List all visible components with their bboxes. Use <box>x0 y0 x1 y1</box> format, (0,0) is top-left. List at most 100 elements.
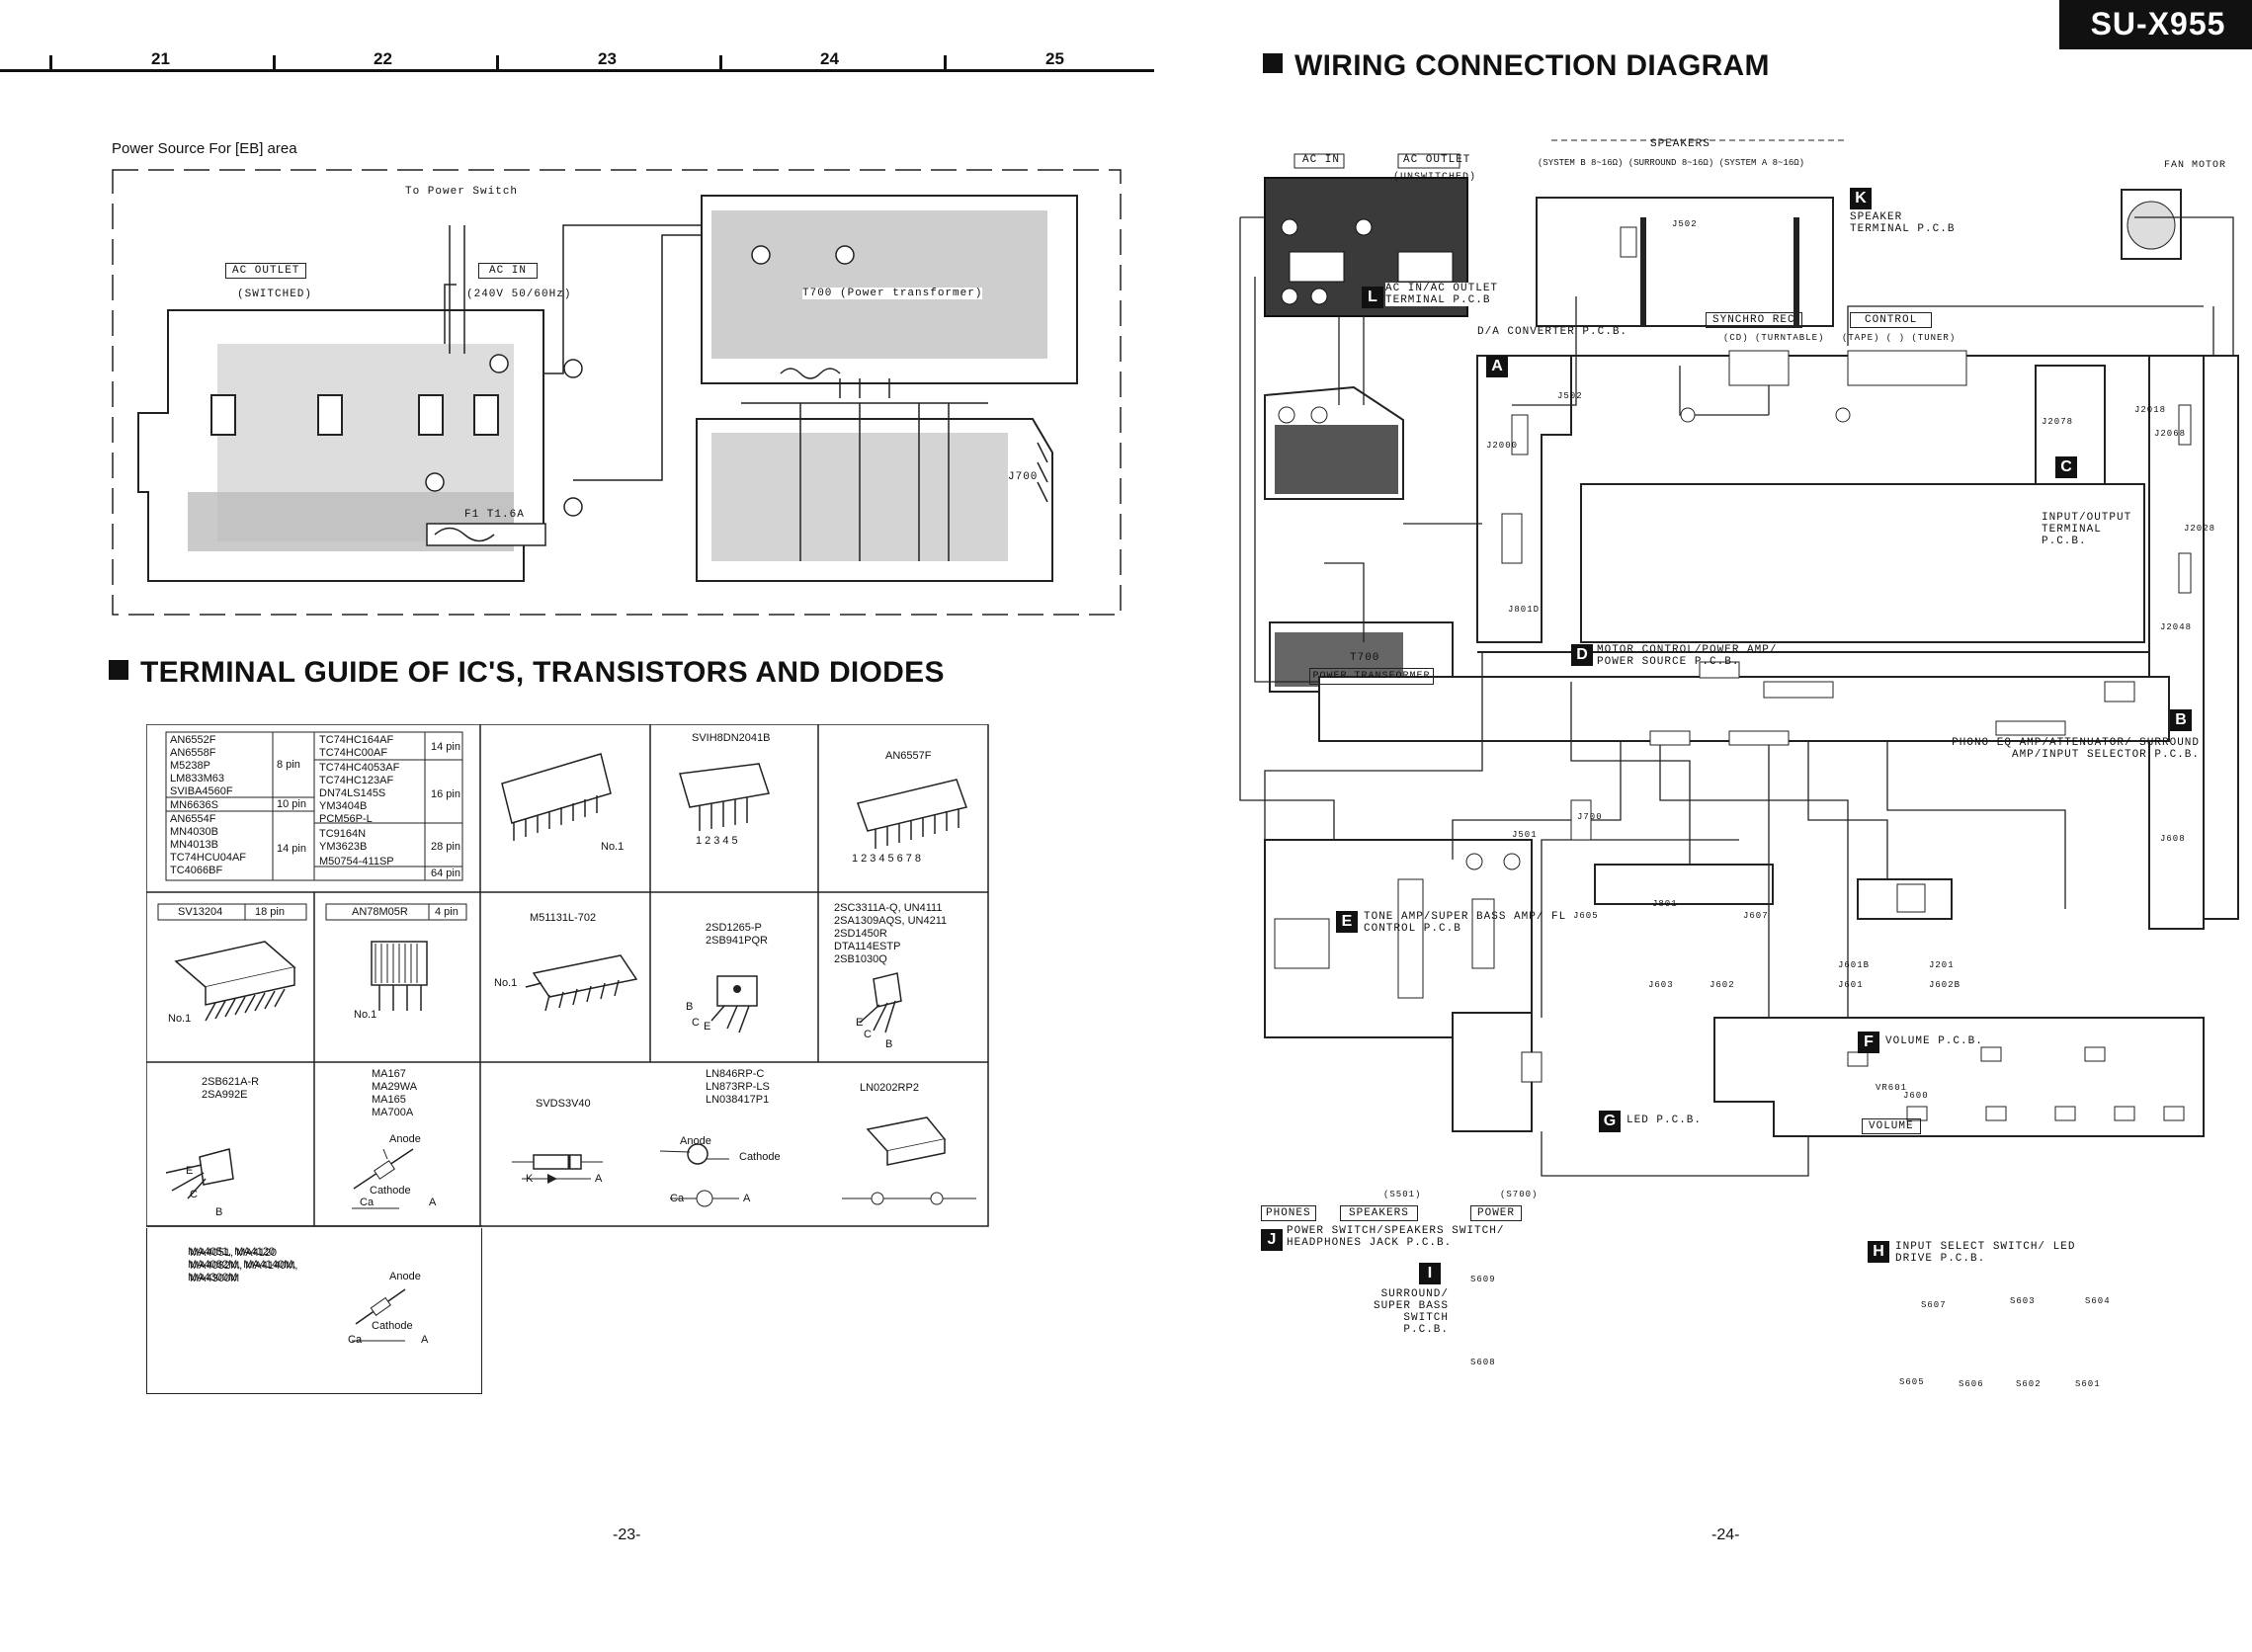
board-h-label: INPUT SELECT SWITCH/ LED DRIVE P.C.B. <box>1895 1241 2076 1265</box>
ic-name: SVIBA4560F <box>170 785 233 797</box>
pin-number: 5 <box>887 853 897 865</box>
board-a-label: D/A CONVERTER P.C.B. <box>1477 326 1628 338</box>
ic-name: AN6552F <box>170 734 216 746</box>
ruler-number: 23 <box>598 49 617 68</box>
pin-c: C <box>692 1017 700 1029</box>
pin-e: E <box>856 1017 864 1029</box>
ic-name: TC74HCU04AF <box>170 852 247 864</box>
connector-label: J502 <box>1557 391 1583 401</box>
ic-name: M50754-411SP <box>319 856 394 867</box>
ln0202-name: LN0202RP2 <box>860 1082 919 1094</box>
sv13204-pins: 18 pin <box>255 906 285 918</box>
a-label: A <box>429 1197 437 1208</box>
row4-frame <box>146 1228 482 1394</box>
diode-name: MA4051, MA4120 <box>190 1247 278 1259</box>
board-c-label: INPUT/OUTPUT TERMINAL P.C.B. <box>2042 512 2132 547</box>
transistor-name: 2SB1030Q <box>834 953 887 965</box>
transistor-b-names: 2SC3311A-Q, UN4111 2SA1309AQS, UN4211 2S… <box>834 902 947 966</box>
board-j-label: POWER SWITCH/SPEAKERS SWITCH/ HEADPHONES… <box>1287 1225 1505 1249</box>
ic-name: PCM56P-L <box>319 813 373 825</box>
speaker-systems: (SYSTEM B 8~16Ω) (SURROUND 8~16Ω) (SYSTE… <box>1538 158 1805 168</box>
led-name: LN038417P1 <box>706 1094 770 1106</box>
power-section-label: Power Source For [EB] area <box>112 140 297 157</box>
led-name: LN873RP-LS <box>706 1081 770 1093</box>
pin-c: C <box>864 1029 872 1040</box>
connector-label: J2068 <box>2154 429 2187 439</box>
pin-number: 1 <box>696 835 706 847</box>
control-label: CONTROL <box>1850 312 1933 328</box>
cd-turntable-label: (CD) (TURNTABLE) <box>1723 333 1825 343</box>
ruler-number: 22 <box>374 49 392 68</box>
model-banner <box>2059 0 2252 49</box>
board-g-label: LED P.C.B. <box>1626 1115 1703 1126</box>
ic-list-col1: AN6552F AN6558F M5238P LM833M63 SVIBA456… <box>170 734 269 877</box>
transformer-label: T700 (Power transformer) <box>802 288 983 299</box>
transistor-name: DTA114ESTP <box>834 941 901 952</box>
diode-name: MA4082M, MA4140M, <box>188 1259 296 1271</box>
pin-b: B <box>686 1001 694 1013</box>
svds-name: SVDS3V40 <box>536 1098 591 1110</box>
synchro-rec-label: SYNCHRO REC <box>1706 312 1802 328</box>
model-label: SU-X955 <box>2090 6 2226 41</box>
diode-b-names: MA4051, MA4120 MA4082M, MA4140M, MA4300M <box>188 1246 295 1284</box>
pin-e: E <box>704 1021 711 1032</box>
ic-name: YM3404B <box>319 800 368 812</box>
terminal-guide-title-text: TERMINAL GUIDE OF IC'S, TRANSISTORS AND … <box>140 656 945 689</box>
ac-in-label: AC IN <box>478 263 539 279</box>
table-grid <box>146 724 989 1227</box>
board-badge-h: H <box>1868 1241 1889 1263</box>
anode-label: Anode <box>680 1135 711 1147</box>
board-e-label: TONE AMP/SUPER BASS AMP/ FL CONTROL P.C.… <box>1364 911 1567 935</box>
transistor-name: 2SB941PQR <box>706 935 768 947</box>
pin-b: B <box>885 1038 893 1050</box>
right-page-number: -24- <box>1711 1527 1740 1543</box>
pin-count: 64 pin <box>431 867 460 879</box>
connector-label: J2048 <box>2160 622 2193 632</box>
transistor-name: 2SC3311A-Q, UN4111 <box>834 902 943 914</box>
board-f-label: VOLUME P.C.B. <box>1885 1035 1983 1047</box>
pin-count: 14 pin <box>431 741 460 753</box>
anode-label: Anode <box>389 1271 421 1282</box>
an6557f-name: AN6557F <box>885 750 932 762</box>
board-badge-d: D <box>1571 644 1593 666</box>
connector-label: J2078 <box>2042 417 2074 427</box>
ruler-tick <box>49 55 52 71</box>
vr601-label: VR601 <box>1876 1083 1908 1093</box>
left-page-number: -23- <box>613 1527 641 1543</box>
board-k-label: SPEAKER TERMINAL P.C.B <box>1850 211 1956 235</box>
dip-no1-label: No.1 <box>601 841 625 853</box>
unswitched-label: (UNSWITCHED) <box>1393 172 1477 183</box>
ca-label: Ca <box>670 1193 685 1204</box>
board-badge-l: L <box>1362 287 1383 308</box>
ic-name: LM833M63 <box>170 773 225 785</box>
connector-label: S609 <box>1470 1275 1496 1284</box>
ruler-tick <box>719 55 722 71</box>
pin-count: 14 pin <box>277 843 306 855</box>
pin-number: 3 <box>713 835 723 847</box>
terminal-guide-table: AN6552F AN6558F M5238P LM833M63 SVIBA456… <box>146 724 990 1283</box>
ruler-number: 21 <box>151 49 170 68</box>
volume-label: VOLUME <box>1862 1118 1921 1134</box>
an78m05r-pins: 4 pin <box>435 906 459 918</box>
ic-name: MN6636S <box>170 799 218 811</box>
sip-name: SVIH8DN2041B <box>692 732 771 744</box>
board-badge-e: E <box>1336 911 1358 933</box>
ic-name: DN74LS145S <box>319 787 386 799</box>
sv13204-name: SV13204 <box>178 906 223 918</box>
terminal-guide-title: TERMINAL GUIDE OF IC'S, TRANSISTORS AND … <box>109 656 945 690</box>
diode-name: MA165 <box>372 1094 406 1106</box>
board-badge-i: I <box>1419 1263 1441 1284</box>
page-ruler <box>0 69 1154 72</box>
ca-label: Ca <box>348 1334 363 1346</box>
an78m05r-name: AN78M05R <box>352 906 408 918</box>
connector-label: J608 <box>2160 834 2186 844</box>
tape-tuner-label: (TAPE) ( ) (TUNER) <box>1842 333 1957 343</box>
pin-b: B <box>215 1206 223 1218</box>
ic-name: YM3623B <box>319 841 368 853</box>
connector-label: S608 <box>1470 1358 1496 1367</box>
connector-label: J605 <box>1573 911 1599 921</box>
ac-in-sub: (240V 50/60Hz) <box>466 289 572 300</box>
pin-number: 8 <box>914 853 924 865</box>
ic-name: MN4030B <box>170 826 218 838</box>
diode-name: MA4082M, MA4140M, <box>190 1260 298 1272</box>
